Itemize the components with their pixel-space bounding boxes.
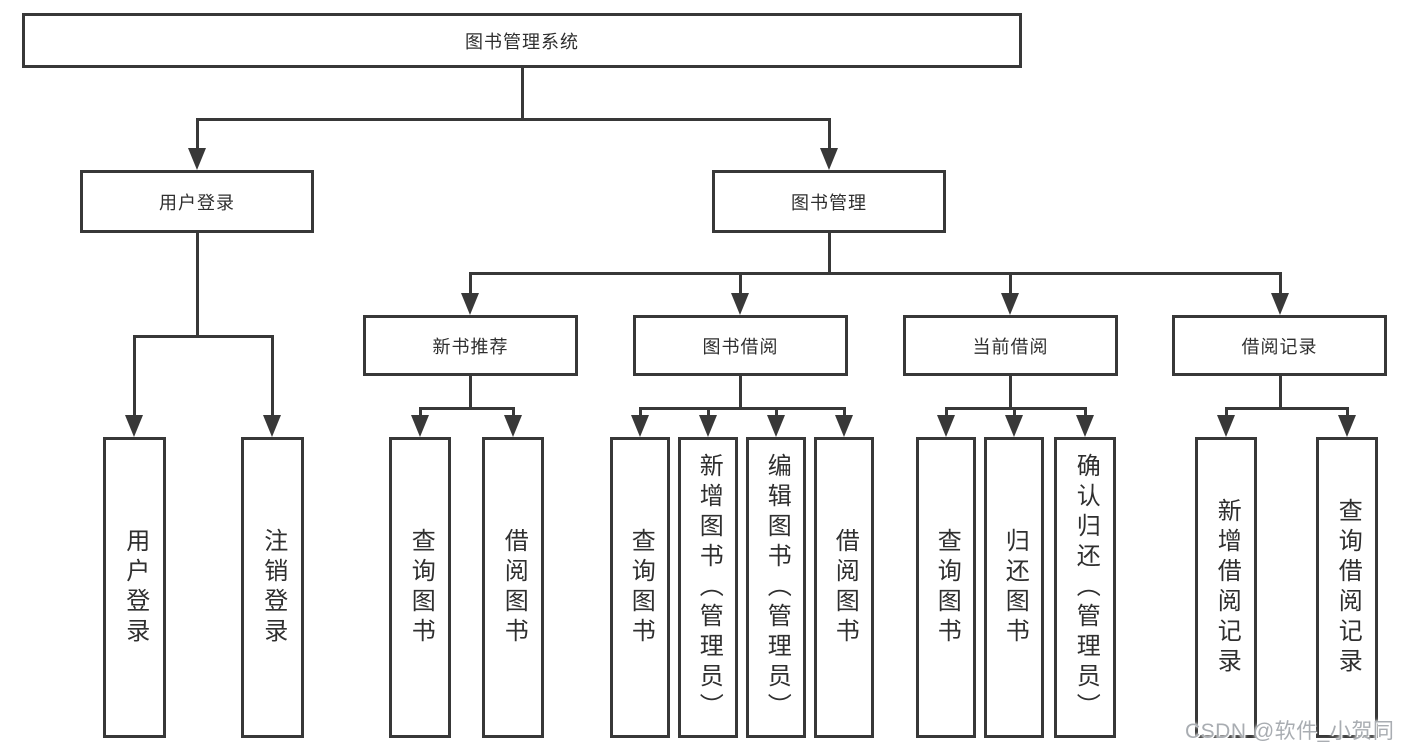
edge-line: [196, 118, 199, 148]
edge-line: [469, 272, 1282, 275]
leaf-label: 查询图书: [933, 527, 961, 648]
arrowhead-down: [1338, 415, 1356, 437]
leaf-query-books-recommend: 查询图书: [389, 437, 451, 738]
edge-line: [1346, 407, 1349, 417]
arrowhead-down: [767, 415, 785, 437]
leaf-label: 编辑图书（管理员）: [763, 452, 791, 723]
leaf-query-borrow-record: 查询借阅记录: [1316, 437, 1378, 738]
edge-line: [739, 376, 742, 407]
arrowhead-down: [699, 415, 717, 437]
leaf-label: 归还图书: [1001, 527, 1029, 648]
edge-line: [707, 407, 710, 417]
node-current-borrowing: 当前借阅: [903, 315, 1118, 376]
leaf-label: 查询图书: [627, 527, 655, 648]
edge-line: [469, 376, 472, 407]
leaf-label: 查询图书: [407, 527, 435, 648]
leaf-query-books-current: 查询图书: [916, 437, 976, 738]
edge-line: [521, 68, 524, 118]
edge-line: [419, 407, 422, 417]
edge-line: [639, 407, 642, 417]
node-user-login: 用户登录: [80, 170, 314, 233]
edge-line: [1225, 407, 1349, 410]
edge-line: [1279, 272, 1282, 295]
edge-line: [1279, 376, 1282, 407]
arrowhead-down: [1076, 415, 1094, 437]
arrowhead-down: [1271, 293, 1289, 315]
leaf-add-borrow-record: 新增借阅记录: [1195, 437, 1257, 738]
edge-line: [196, 118, 831, 121]
leaf-user-login: 用户登录: [103, 437, 166, 738]
edge-line: [133, 335, 274, 338]
edge-line: [419, 407, 515, 410]
edge-line: [469, 272, 472, 295]
leaf-add-book-admin: 新增图书（管理员）: [678, 437, 738, 738]
leaf-edit-book-admin: 编辑图书（管理员）: [746, 437, 806, 738]
leaf-logout: 注销登录: [241, 437, 304, 738]
watermark: CSDN @软件_小贺同学: [1185, 720, 1395, 743]
edge-line: [271, 335, 274, 415]
arrowhead-down: [188, 148, 206, 170]
arrowhead-down: [820, 148, 838, 170]
edge-line: [1225, 407, 1228, 417]
arrowhead-down: [263, 415, 281, 437]
arrowhead-down: [631, 415, 649, 437]
edge-line: [639, 407, 846, 410]
leaf-borrow-books-borrowing: 借阅图书: [814, 437, 874, 738]
node-label: 图书管理: [791, 192, 867, 213]
edge-line: [512, 407, 515, 417]
leaf-query-books-borrowing: 查询图书: [610, 437, 670, 738]
leaf-label: 新增图书（管理员）: [695, 452, 723, 723]
edge-line: [133, 335, 136, 415]
node-book-borrowing: 图书借阅: [633, 315, 848, 376]
node-label: 当前借阅: [972, 336, 1049, 357]
node-book-management: 图书管理: [712, 170, 946, 233]
leaf-label: 借阅图书: [831, 527, 859, 648]
edge-line: [1009, 272, 1012, 295]
node-book-management-system: 图书管理系统: [22, 13, 1022, 68]
leaf-label: 确认归还（管理员）: [1072, 452, 1100, 723]
leaf-label: 用户登录: [121, 527, 149, 648]
edge-line: [945, 407, 948, 417]
node-label: 图书管理系统: [465, 31, 579, 52]
arrowhead-down: [1005, 415, 1023, 437]
node-label: 借阅记录: [1241, 336, 1318, 357]
arrowhead-down: [731, 293, 749, 315]
edge-line: [843, 407, 846, 417]
arrowhead-down: [1001, 293, 1019, 315]
arrowhead-down: [125, 415, 143, 437]
edge-line: [775, 407, 778, 417]
edge-line: [1084, 407, 1087, 417]
node-borrowing-records: 借阅记录: [1172, 315, 1387, 376]
edge-line: [1009, 376, 1012, 407]
leaf-label: 新增借阅记录: [1213, 497, 1241, 678]
leaf-label: 注销登录: [259, 527, 287, 648]
edge-line: [828, 118, 831, 148]
arrowhead-down: [411, 415, 429, 437]
leaf-label: 查询借阅记录: [1334, 497, 1362, 678]
arrowhead-down: [835, 415, 853, 437]
arrowhead-down: [1217, 415, 1235, 437]
node-new-book-recommendation: 新书推荐: [363, 315, 578, 376]
arrowhead-down: [937, 415, 955, 437]
leaf-label: 借阅图书: [500, 527, 528, 648]
edge-line: [828, 233, 831, 272]
edge-line: [196, 233, 199, 335]
arrowhead-down: [461, 293, 479, 315]
leaf-confirm-return-admin: 确认归还（管理员）: [1054, 437, 1116, 738]
node-label: 新书推荐: [432, 336, 509, 357]
leaf-borrow-books-recommend: 借阅图书: [482, 437, 544, 738]
edge-line: [945, 407, 1087, 410]
leaf-return-books: 归还图书: [984, 437, 1044, 738]
edge-line: [1013, 407, 1016, 417]
edge-line: [739, 272, 742, 295]
node-label: 用户登录: [159, 192, 235, 213]
arrowhead-down: [504, 415, 522, 437]
node-label: 图书借阅: [702, 336, 779, 357]
